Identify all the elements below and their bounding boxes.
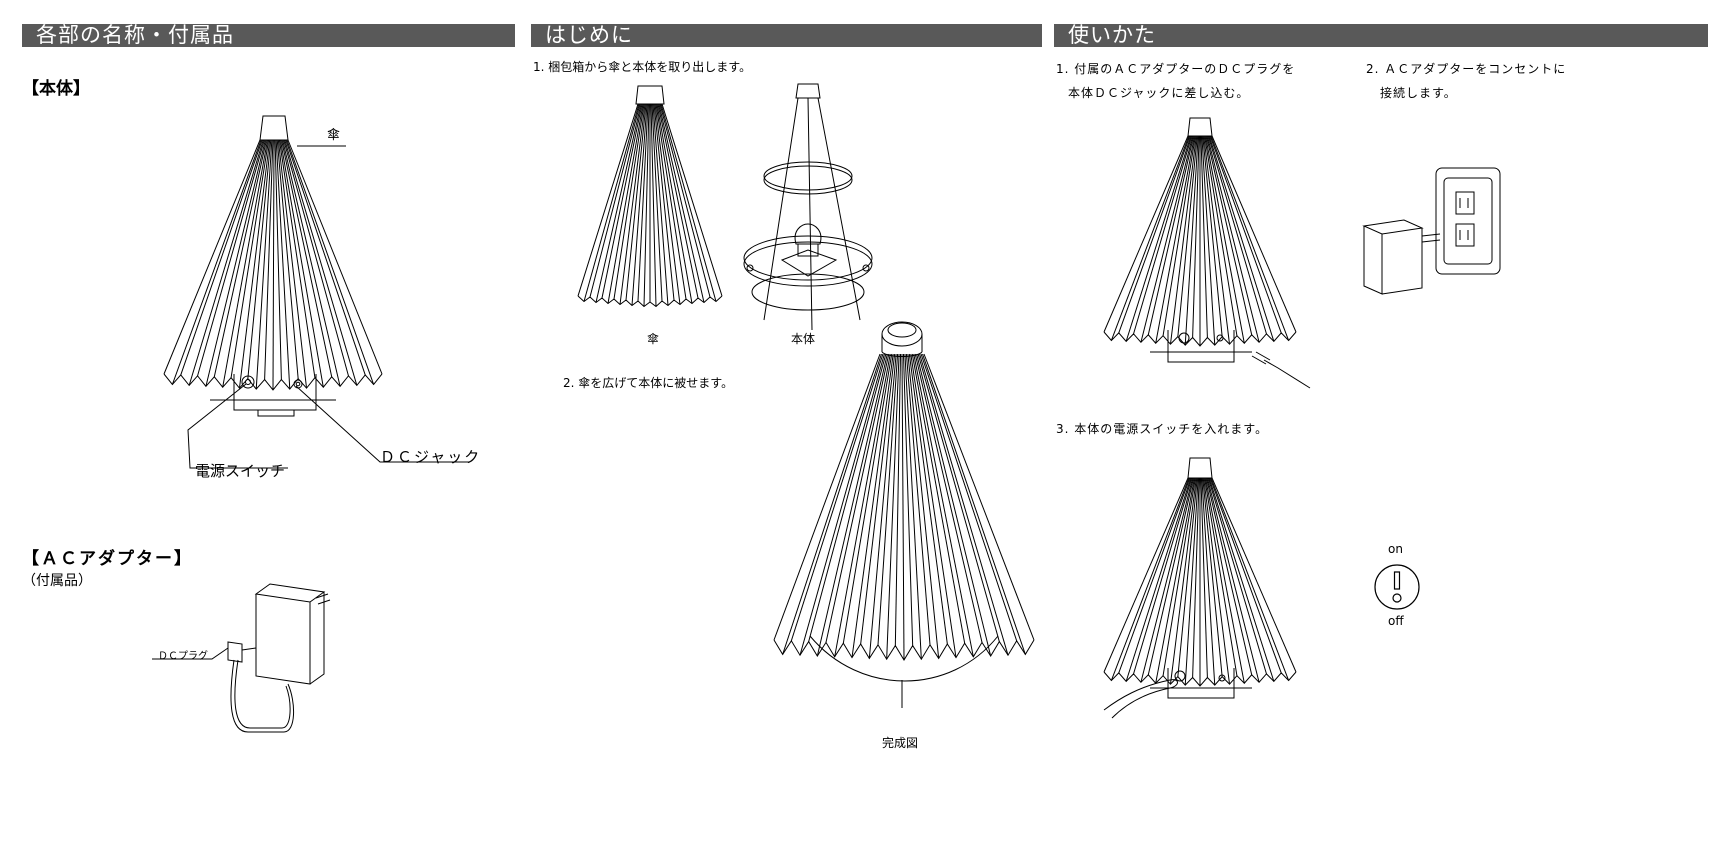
body-caption: 本体 <box>791 332 816 346</box>
umbrella-caption: 傘 <box>647 332 660 346</box>
usage-lamp-plug-illustration <box>1100 116 1340 396</box>
section-title: 各部の名称・付属品 <box>36 23 234 47</box>
intro-step-1: 1. 梱包箱から傘と本体を取り出します。 <box>533 60 752 74</box>
switch-icon <box>1372 562 1422 612</box>
adapter-heading: 【ＡＣアダプター】 <box>22 549 193 569</box>
umbrella-ribs <box>164 140 382 390</box>
callout-lines <box>180 370 480 480</box>
dc-plug-label: ＤＣプラグ <box>158 651 208 662</box>
switch-off-label: off <box>1388 614 1404 628</box>
folded-umbrella-illustration <box>572 82 742 322</box>
usage-step-3: 3. 本体の電源スイッチを入れます。 <box>1056 422 1269 436</box>
section-header-usage: 使いかた <box>1054 24 1708 47</box>
body-heading: 【本体】 <box>22 79 90 99</box>
complete-caption: 完成図 <box>882 736 919 750</box>
switch-on-label: on <box>1388 542 1403 556</box>
adapter-note: （付属品） <box>22 573 92 589</box>
section-header-intro: はじめに <box>531 24 1042 47</box>
power-switch-label: 電源スイッチ <box>195 462 286 480</box>
section-title: 使いかた <box>1068 23 1156 47</box>
usage-step-1-line-1: 1. 付属のＡＣアダプターのＤＣプラグを <box>1056 62 1296 76</box>
dc-jack-label: ＤＣジャック <box>380 448 482 466</box>
umbrella-label: 傘 <box>327 128 341 143</box>
wall-outlet-adapter-illustration <box>1344 162 1544 332</box>
assembled-lamp-illustration <box>770 316 1060 716</box>
ac-adapter-illustration <box>148 582 338 742</box>
usage-step-1-line-2: 本体ＤＣジャックに差し込む。 <box>1068 86 1250 100</box>
lamp-body-illustration <box>158 112 398 432</box>
lamp-frame-illustration <box>742 80 882 340</box>
intro-step-2: 2. 傘を広げて本体に被せます。 <box>563 376 734 390</box>
usage-step-2-line-2: 接続します。 <box>1380 86 1457 100</box>
section-title: はじめに <box>545 23 633 47</box>
section-header-parts: 各部の名称・付属品 <box>22 24 515 47</box>
usage-step-2-line-1: 2. ＡＣアダプターをコンセントに <box>1366 62 1567 76</box>
usage-lamp-switch-illustration <box>1100 456 1340 726</box>
